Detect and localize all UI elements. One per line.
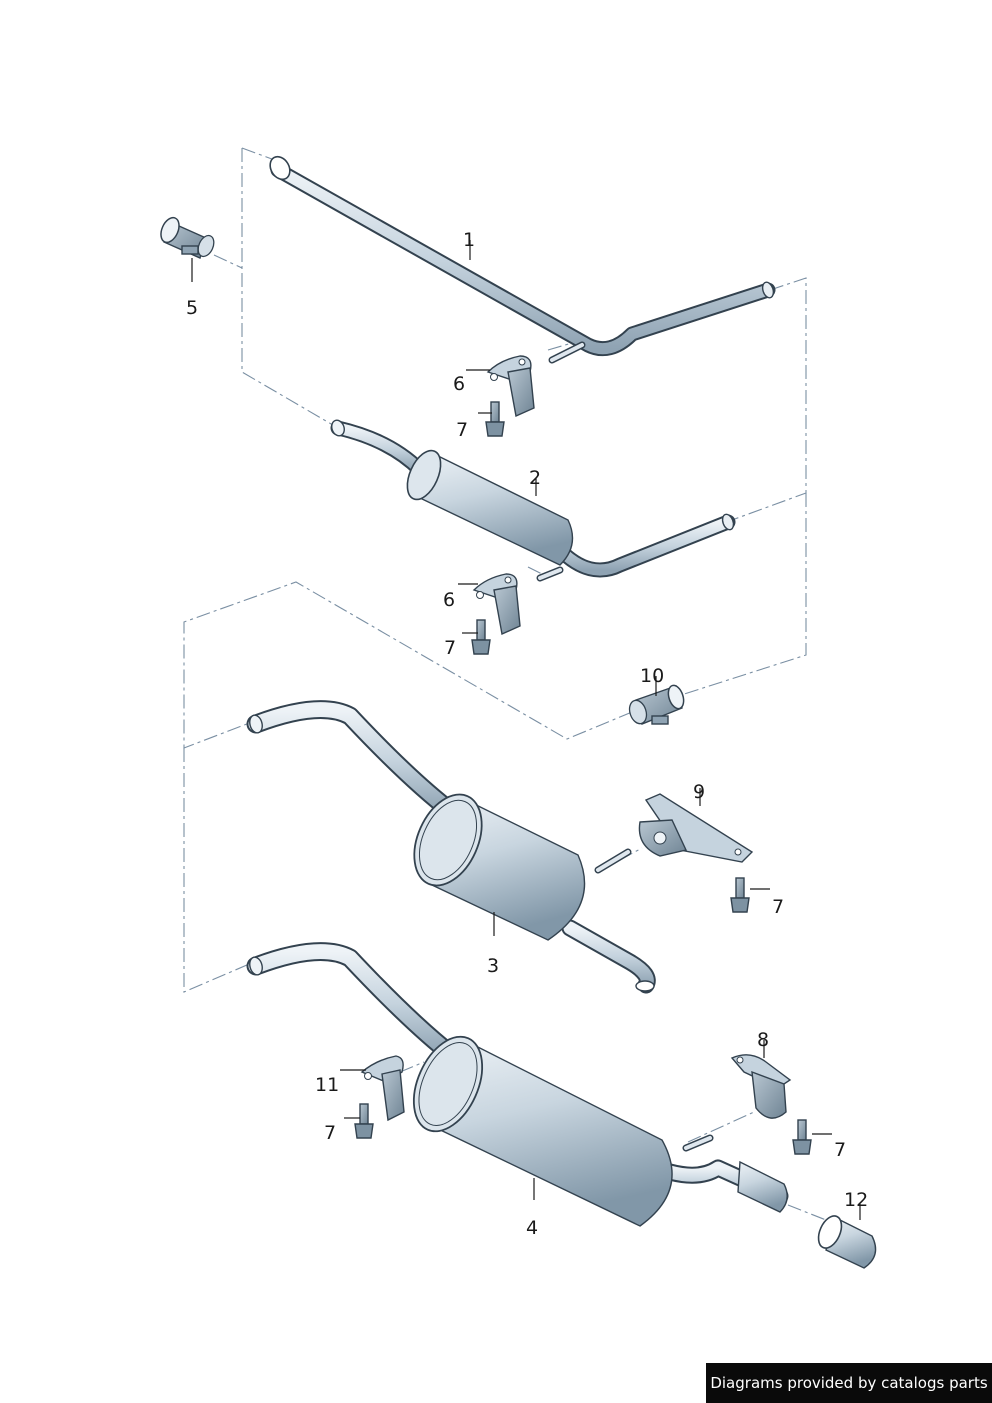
callout-4: 4 — [526, 1217, 538, 1239]
bracket-9 — [638, 793, 754, 863]
front-pipe — [269, 155, 776, 364]
hanger-6-upper — [486, 355, 535, 418]
tailpipe-trim — [817, 1215, 877, 1269]
credit-text: Diagrams provided by catalogs parts — [710, 1374, 988, 1392]
callout-7-b: 7 — [444, 637, 456, 659]
rear-muffler — [246, 942, 789, 1227]
callout-6-upper: 6 — [453, 373, 465, 395]
callout-7-a: 7 — [456, 419, 468, 441]
callout-labels: 1 2 3 4 5 6 7 6 7 10 9 7 8 11 7 7 12 — [186, 229, 868, 1239]
pipe-clamp-5 — [160, 216, 215, 259]
callout-1: 1 — [463, 229, 475, 251]
callout-2: 2 — [529, 467, 541, 489]
leader-lines — [191, 240, 861, 1220]
callout-11: 11 — [315, 1074, 339, 1096]
bolt-7e — [792, 1119, 812, 1155]
bolt-7b — [471, 619, 491, 655]
credit-banner: Diagrams provided by catalogs parts — [706, 1363, 992, 1403]
hanger-6-lower — [472, 573, 521, 636]
bolt-7d — [354, 1103, 374, 1139]
callout-5: 5 — [186, 297, 198, 319]
callout-12: 12 — [844, 1189, 868, 1211]
callout-3: 3 — [487, 955, 499, 977]
bolt-7c — [730, 877, 750, 913]
center-muffler — [330, 419, 736, 582]
hanger-8 — [730, 1054, 792, 1119]
pipe-clamp-10 — [628, 684, 685, 725]
callout-8: 8 — [757, 1029, 769, 1051]
hanger-11 — [360, 1055, 405, 1122]
assembly-lines — [183, 147, 827, 1221]
callout-7-e: 7 — [834, 1139, 846, 1161]
callout-6-lower: 6 — [443, 589, 455, 611]
callout-10: 10 — [640, 665, 664, 687]
callout-7-c: 7 — [772, 896, 784, 918]
intermediate-muffler — [246, 700, 656, 994]
callout-7-d: 7 — [324, 1122, 336, 1144]
bolt-7a — [485, 401, 505, 437]
callout-9: 9 — [693, 781, 705, 803]
